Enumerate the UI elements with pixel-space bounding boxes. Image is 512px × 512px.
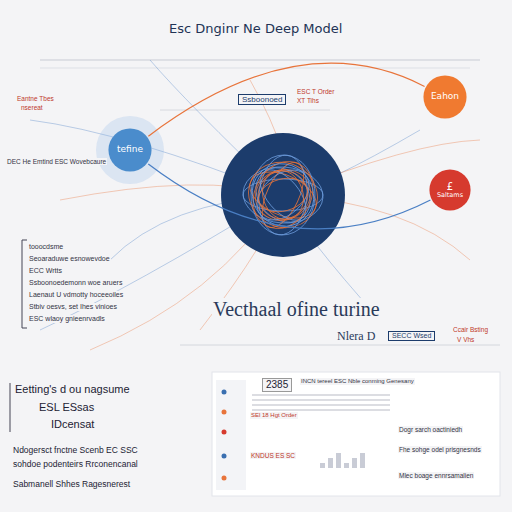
bracket (22, 240, 27, 241)
panel-text: Mlec boage ennrsamalien (398, 472, 474, 479)
text-block: ECC Wrtts (28, 267, 63, 275)
icon (222, 430, 227, 435)
bar (328, 458, 333, 468)
note: sohdoe podenteirs Rrconencanal (12, 460, 139, 470)
circle-node: Eahon (423, 75, 467, 119)
text-block: tooocdsme (28, 243, 64, 251)
rule-line (40, 68, 470, 69)
node-text: Saltams (437, 192, 463, 199)
text-block: Laenaut U vdmotty hoceeoiles (28, 291, 124, 299)
text-line (252, 409, 390, 410)
tangle-loop (257, 165, 310, 225)
panel-text: INCN tereel ESC Nble conming Genesany (300, 378, 415, 385)
bracket (22, 328, 27, 329)
tangle-loop (245, 157, 321, 234)
bar (352, 458, 357, 468)
bar (336, 453, 341, 468)
panel-text: Dogr sarch oactiniedh (398, 426, 463, 433)
note: Sabmanell Shhes Ragesnerest (12, 480, 131, 490)
side-note: DEC He Emtind ESC Wovebcaure (6, 158, 107, 165)
node-text: tefine (117, 145, 143, 155)
note: Ndogersct fnctne Scenb EC SSC (12, 446, 139, 456)
note: ESC T Order (296, 88, 335, 95)
rule-line (40, 60, 480, 61)
note: V Vhs (456, 336, 475, 343)
note: Ccair Bsting (452, 326, 489, 333)
text-block: Stbiv oesvs, set Ihes vinioes (28, 303, 118, 311)
text-block: Ssboonoedemonn woe aruers (28, 279, 123, 287)
icon (222, 410, 227, 415)
text-lines (252, 395, 390, 410)
title: Esc Dnginr Ne Deep Model (168, 22, 343, 37)
label: Nlera D (336, 330, 376, 344)
text-line (252, 399, 390, 400)
circle-fill (108, 128, 151, 171)
connector (148, 63, 424, 136)
text-line (252, 394, 390, 395)
heading: Eetting's d ou nagsume (14, 383, 131, 396)
icon (222, 454, 227, 459)
side-note: nsereat (20, 104, 44, 111)
core-sphere (221, 133, 345, 257)
rule-line (180, 345, 500, 346)
text-line (252, 404, 390, 405)
tag-box: Ssboonoed (238, 94, 286, 105)
node-text: £ (447, 181, 453, 192)
icon (222, 476, 227, 481)
glow (96, 116, 164, 184)
bar (320, 463, 325, 468)
main-label: Vecthaal ofine turine (212, 298, 381, 321)
icon (222, 390, 227, 395)
heading: ESL ESsas (38, 401, 95, 414)
tangle-loop (255, 173, 312, 217)
text-block: ESC wlaoy gnieenrvadls (28, 315, 106, 323)
side-note: Eantne Tbes (16, 95, 55, 102)
circle-fill (429, 169, 470, 210)
text-block: Seoaraduwe esnowevdoe (28, 255, 111, 263)
tangle-loop (250, 154, 317, 236)
panel-text: Fhe sohge odel prisgnesnds (398, 446, 482, 453)
tangle-loop (255, 153, 311, 238)
node-text: Eahon (431, 92, 459, 102)
bracket (22, 240, 23, 328)
connector (148, 164, 430, 229)
panel (212, 372, 500, 496)
bracket (10, 383, 11, 432)
panel-text: SEl 18 Hgt Order (250, 412, 298, 419)
circle-node: tefine (108, 128, 152, 172)
panel-text: KNDUS ES SC (250, 452, 296, 459)
circle-node: £Saltams (429, 169, 471, 211)
bar-chart (320, 453, 365, 468)
bar (360, 453, 365, 468)
bar (344, 463, 349, 468)
tag-box: SECC Wsed (388, 331, 435, 341)
note: XT Tihs (296, 97, 320, 104)
heading: IDcensat (50, 418, 95, 431)
icon-column (216, 380, 246, 490)
circle-fill (423, 75, 466, 118)
number-box: 2385 (262, 378, 292, 392)
